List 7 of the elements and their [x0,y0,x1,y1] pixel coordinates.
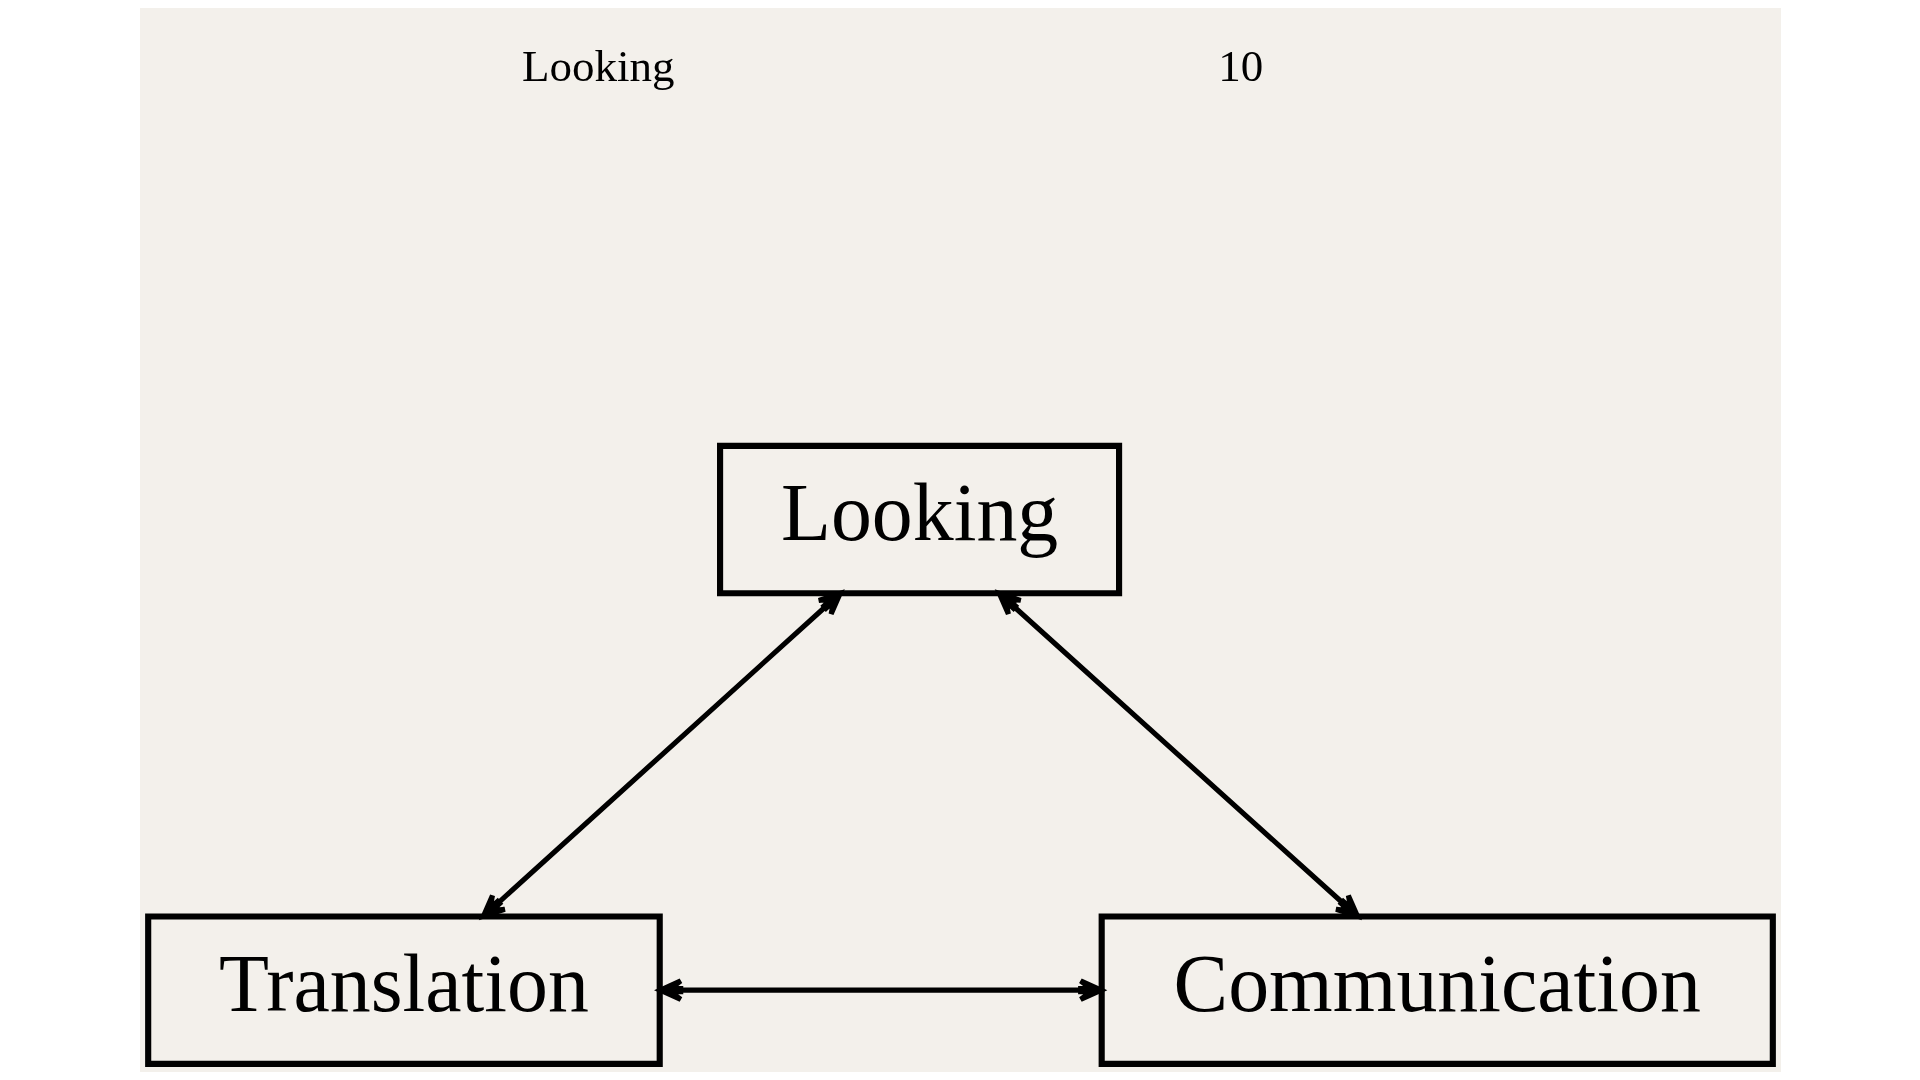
arrow [480,590,843,919]
node-box: Looking [716,442,1122,597]
node-box: Translation [144,913,663,1067]
label: 10 [1217,40,1263,91]
label: Looking [521,40,675,91]
arrow [996,590,1360,919]
node-box: Communication [1098,913,1776,1067]
